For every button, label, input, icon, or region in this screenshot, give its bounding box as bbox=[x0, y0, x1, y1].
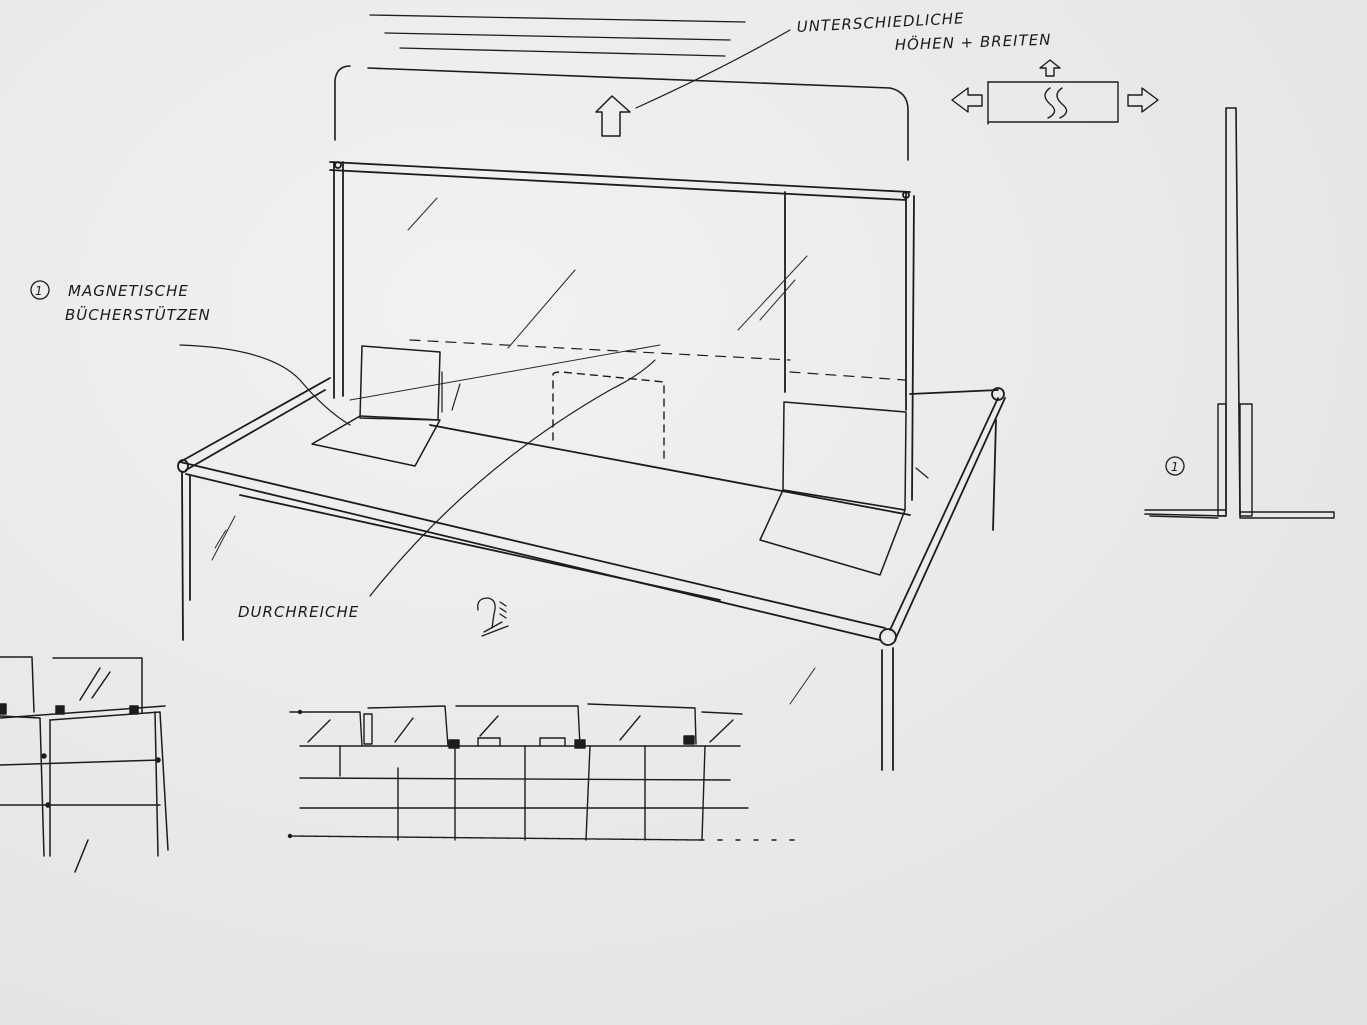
right-arrow-icon bbox=[1127, 87, 1159, 113]
up-arrow-icon bbox=[595, 95, 631, 137]
bookends-leader-line bbox=[179, 344, 351, 426]
screen-base-dashed bbox=[409, 339, 906, 381]
screen-frame bbox=[329, 161, 915, 501]
raised-screen-outline bbox=[334, 65, 909, 161]
magnet-doodle bbox=[477, 597, 509, 637]
passthrough-leader-line bbox=[369, 359, 656, 597]
front-elevation-sketch bbox=[287, 703, 801, 841]
left-arrow-icon bbox=[951, 87, 983, 113]
desk-front-reflections bbox=[211, 515, 816, 705]
desk-corner-joint bbox=[879, 628, 897, 646]
bookend-right bbox=[759, 401, 929, 576]
desk-back-joint bbox=[991, 387, 1005, 401]
desk bbox=[177, 377, 1006, 771]
section-detail bbox=[1144, 107, 1335, 519]
bookends-label-line2: BÜCHERSTÜTZEN bbox=[65, 305, 211, 324]
glass-reflections bbox=[349, 197, 808, 401]
section-number-circle bbox=[1165, 456, 1185, 476]
bookends-label-line1: MAGNETISCHE bbox=[68, 282, 189, 300]
pass-through-opening bbox=[552, 371, 665, 461]
sizes-leader-line bbox=[635, 29, 791, 109]
resize-diagram bbox=[951, 59, 1159, 125]
section-number: 1 bbox=[1171, 460, 1180, 474]
passthrough-label: DURCHREICHE bbox=[238, 603, 359, 621]
cabinet-sketch-left bbox=[0, 656, 169, 873]
bookends-number-circle bbox=[30, 280, 50, 300]
height-increase-lines bbox=[369, 14, 746, 57]
bookend-left bbox=[311, 345, 461, 467]
squiggle-break-icon bbox=[1044, 87, 1068, 119]
small-up-arrow-icon bbox=[1039, 59, 1061, 77]
bookends-number: 1 bbox=[35, 284, 44, 298]
